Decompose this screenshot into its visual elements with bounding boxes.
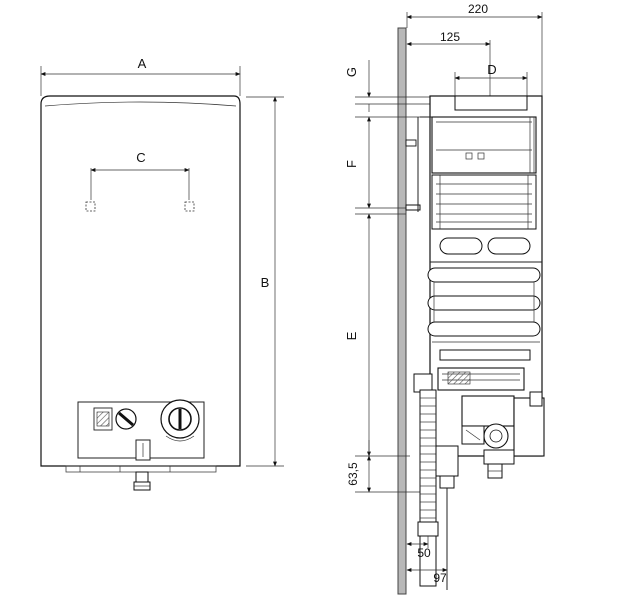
dimension-g-label: G: [344, 67, 359, 77]
coil-pipe-3: [427, 267, 541, 283]
dimension-125: 125: [406, 30, 491, 96]
coil-pipe-4: [427, 295, 541, 311]
dimension-d: D: [454, 62, 528, 96]
water-valve: [513, 397, 545, 457]
flexible-hose: [417, 389, 439, 587]
dimension-c-label: C: [136, 150, 145, 165]
dimension-c: C: [90, 150, 190, 200]
dimension-220: 220: [406, 2, 543, 96]
coil-pipe-1: [439, 237, 483, 255]
wall: [397, 27, 407, 595]
coil-pipe-2: [487, 237, 531, 255]
dimension-220-label: 220: [468, 2, 488, 16]
dimension-a-label: A: [138, 56, 147, 71]
mounting-hole-left: [85, 201, 96, 212]
dimension-f-label: F: [344, 160, 359, 168]
mounting-hole-right: [184, 201, 195, 212]
dimension-63-5-label: 63,5: [346, 462, 360, 486]
coil-pipe-5: [427, 321, 541, 337]
side-view: 220 125 D G F: [344, 2, 545, 595]
dimension-50: 50: [406, 536, 431, 560]
dimension-63-5: 63,5: [346, 440, 430, 493]
gas-valve: [461, 395, 515, 427]
dimension-b: B: [246, 96, 284, 467]
flue-outlet: [454, 95, 528, 111]
wall-bracket: [405, 204, 421, 211]
heat-exchanger: [431, 174, 537, 230]
dimension-e-label: E: [344, 331, 359, 340]
dimension-b-label: B: [261, 275, 270, 290]
water-outlet-connector: [135, 471, 149, 483]
dimension-a: A: [40, 56, 241, 96]
side-fitting: [413, 373, 433, 393]
dimension-97-label: 97: [433, 571, 447, 585]
draught-diverter: [431, 116, 537, 174]
dimension-97: 97: [406, 560, 448, 585]
dimension-e: E: [344, 213, 410, 457]
hose-connector: [435, 445, 459, 477]
dimension-125-label: 125: [440, 30, 460, 44]
dimension-50-label: 50: [417, 546, 431, 560]
dimension-g: G: [344, 60, 430, 112]
dimension-d-label: D: [487, 62, 496, 77]
valve-regulator: [483, 423, 509, 449]
dimension-f: F: [344, 116, 430, 209]
bottom-frame: [65, 465, 217, 473]
burner-top: [439, 349, 531, 361]
front-view: A B C: [40, 56, 284, 491]
